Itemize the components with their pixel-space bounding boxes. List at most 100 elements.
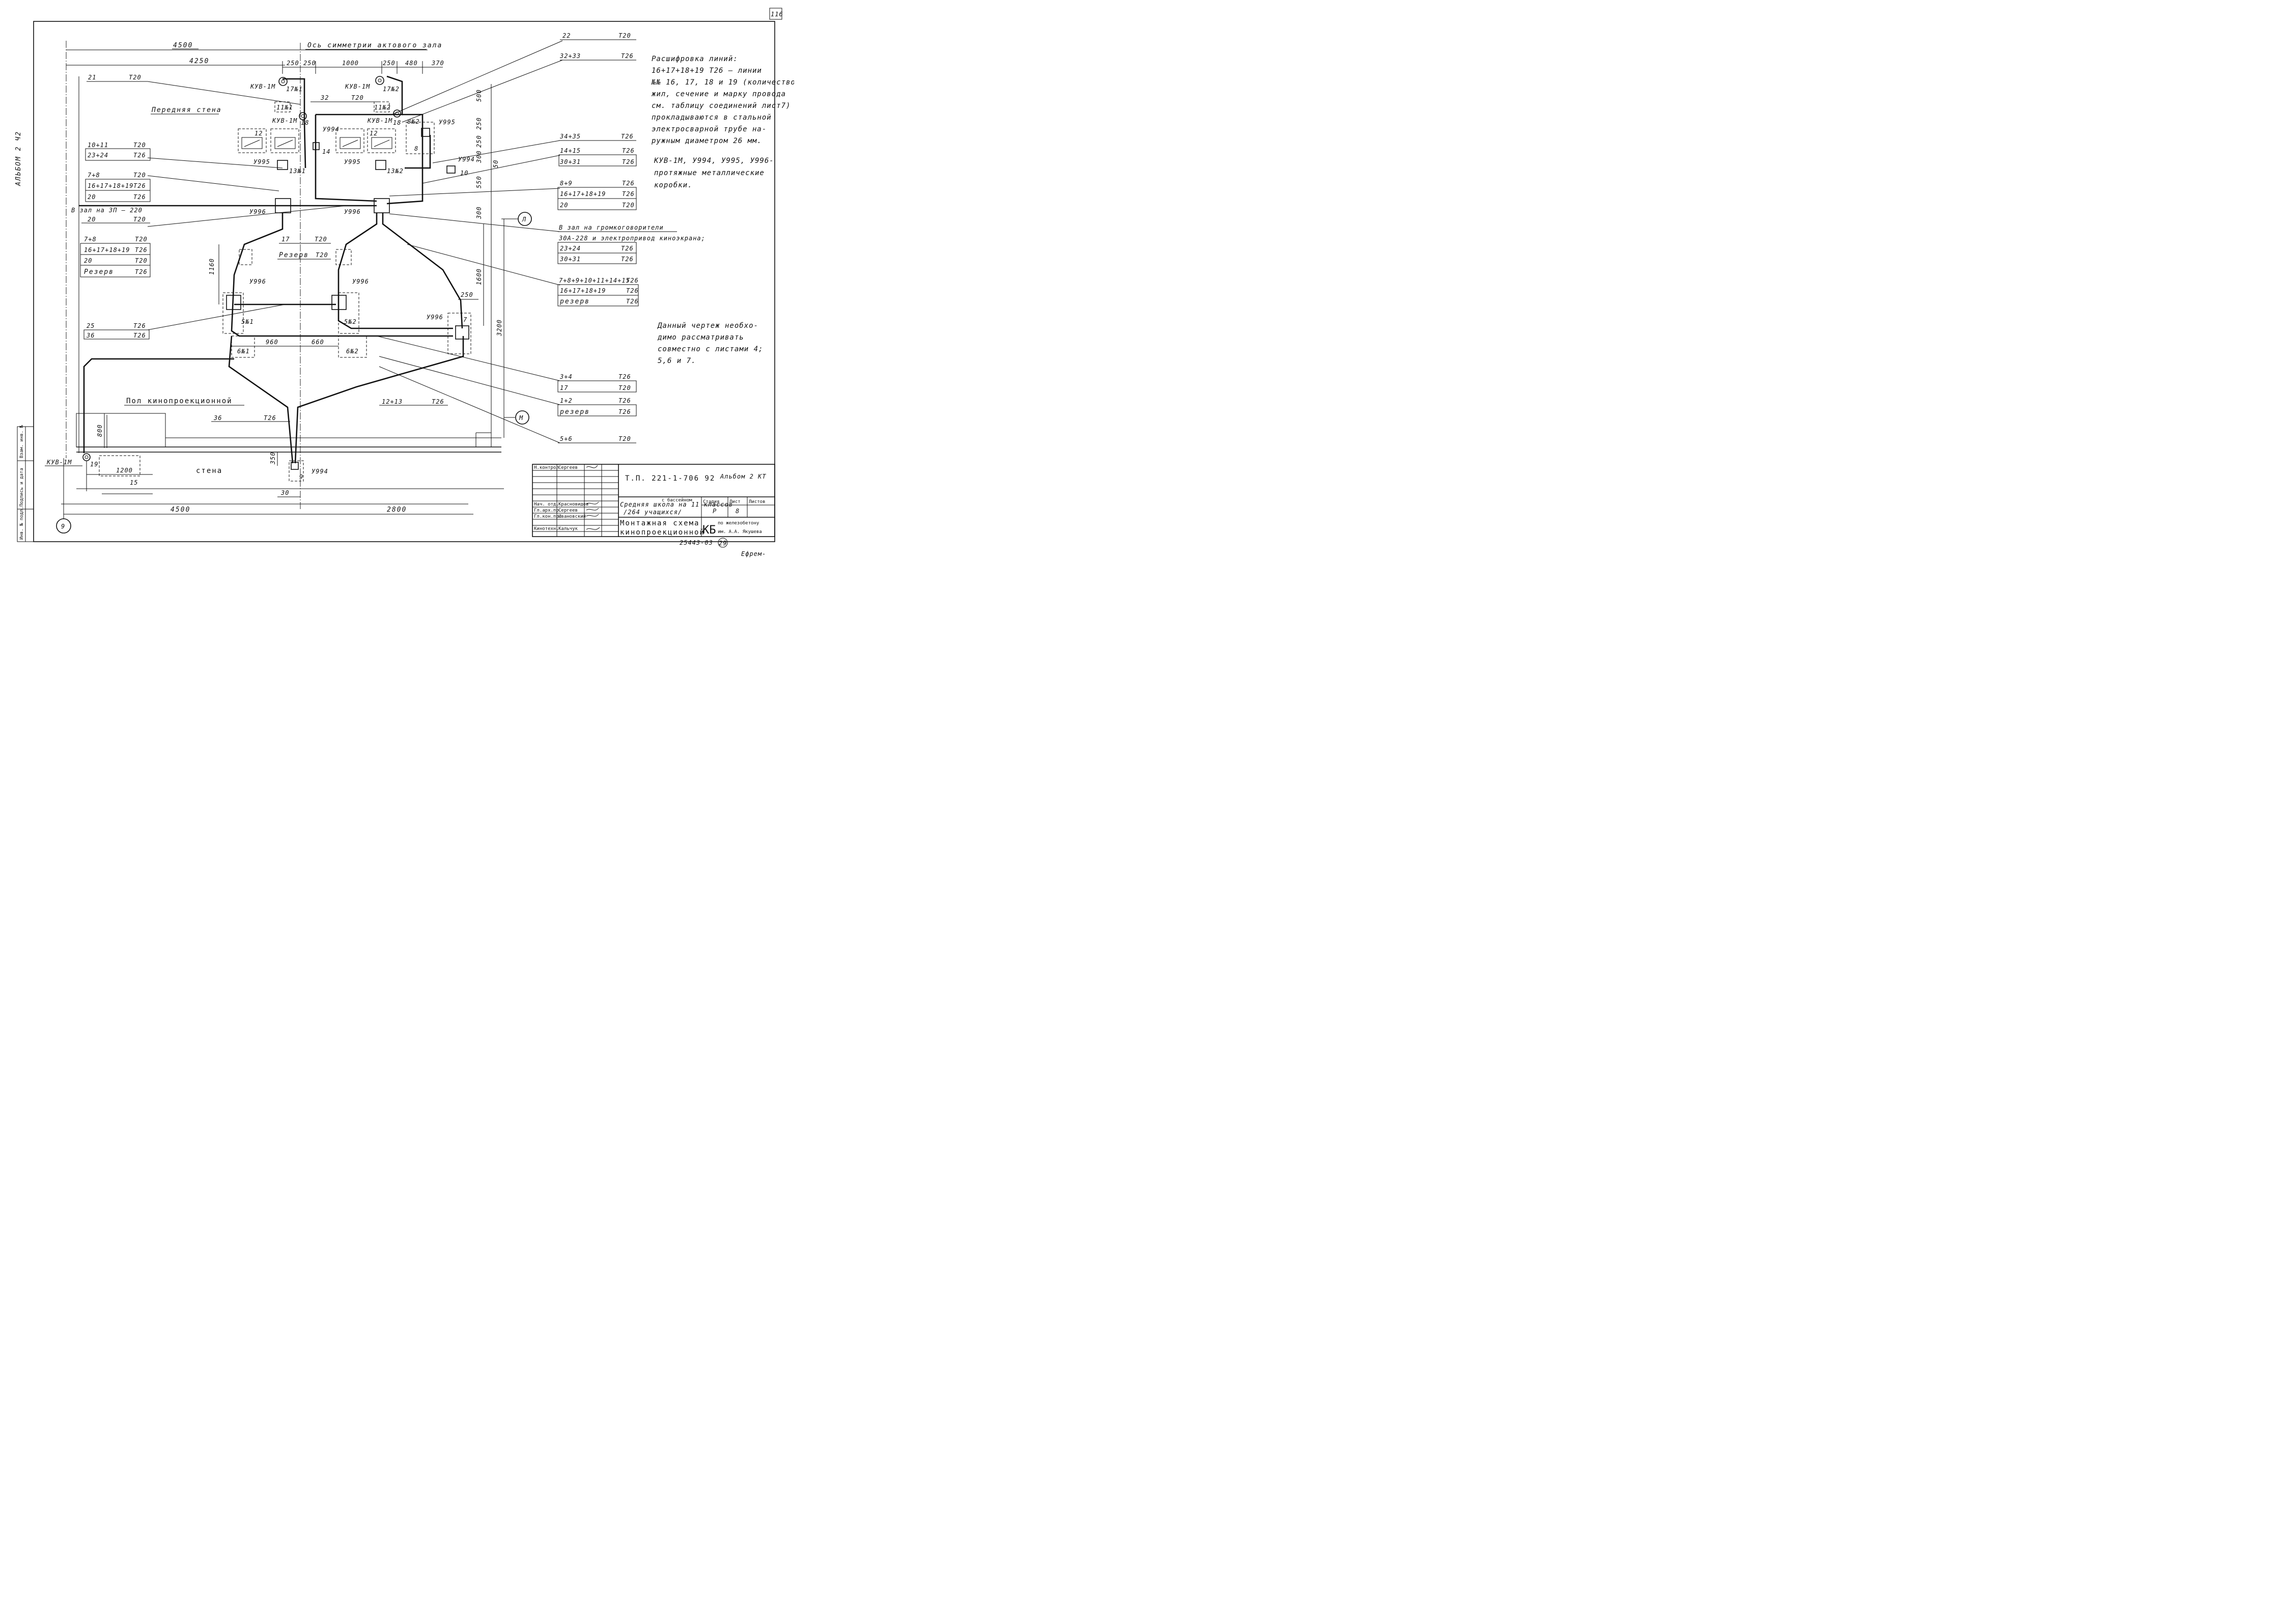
u995-label-c: У995 (439, 119, 456, 126)
tb-sheets-h: Листов (749, 499, 766, 505)
rl-7-type: Т20 (622, 202, 635, 209)
mark-5n1: 5№1 (241, 318, 254, 325)
title-block: Н.контрол Сергеев Нач. отд. Красновидов … (532, 464, 775, 537)
internal-dimensions: 1160 960 660 800 350 1200 15 30 4500 280… (64, 244, 473, 515)
stamp-vzam: Взам. инв. № (19, 425, 24, 458)
dim-v50: 50 (492, 160, 499, 168)
legend-notes: Расшифровка линий: 16+17+18+19 Т26 — лин… (651, 55, 794, 365)
ll-1-type: Т20 (351, 94, 364, 101)
dim-4250: 4250 (189, 58, 209, 65)
sheet-number: 116 (771, 11, 783, 18)
u996-label-e: У996 (427, 314, 443, 321)
rl-6-type: Т26 (622, 190, 635, 198)
ll-3-type: Т26 (133, 152, 146, 159)
tb-sheet: 8 (736, 508, 740, 515)
mark-6n2: 6№2 (346, 348, 359, 355)
rl-10-name: 7+8+9+10+11+14+15 (559, 277, 630, 284)
mark-10: 10 (460, 170, 468, 177)
rl-17-name: 5+6 (560, 435, 573, 442)
rl-11-name: 16+17+18+19 (560, 287, 606, 294)
tb-name-2: Сергеев (558, 508, 578, 513)
tb-role-2: Гл.арх.пр. (534, 508, 561, 513)
ll-1-name: 32 (320, 94, 329, 101)
note3-line-2: совместно с листами 4; (658, 345, 763, 353)
u994-label-c: У994 (312, 468, 328, 475)
mark-5n2: 5№2 (344, 318, 357, 325)
kuv-label-4: КУВ-1М (367, 117, 392, 124)
tb-org-2: им. А.А. Якушева (718, 529, 762, 535)
rl-9-name: 30+31 (559, 256, 581, 263)
dim-v1600: 1600 (475, 268, 483, 285)
mark-l: Л (522, 216, 526, 223)
page-circle-number: 29 (719, 540, 727, 547)
u995-label-b: У995 (344, 158, 361, 165)
legend-line-1: 16+17+18+19 Т26 — линии (652, 67, 762, 75)
ll-9-type: Т26 (135, 246, 148, 254)
bottom-signature: Ефрем- (741, 550, 766, 557)
mark-8: 8 (414, 145, 418, 152)
ll-5-type: Т26 (133, 182, 146, 189)
tb-stage-h: Стадия (703, 499, 720, 505)
dim-250c: 250 (383, 60, 396, 67)
u995-label-a: У995 (253, 158, 270, 165)
mark-17n2: 17№2 (383, 86, 400, 93)
kuv-label-3: КУВ-1М (272, 117, 297, 124)
rl-3-type: Т26 (622, 147, 635, 154)
mark-18b: 18 (393, 119, 401, 126)
note2-line-1: протяжные металлические (654, 169, 765, 177)
tb-sheet-h: Лист (729, 499, 741, 505)
to-hall-panel: В зал на ЗП — 220 (71, 207, 143, 214)
ll-4-type: Т20 (133, 172, 146, 179)
ll-3-name: 23+24 (88, 152, 108, 159)
ll-9-name: 16+17+18+19 (84, 246, 130, 254)
rl-10-type: Т26 (626, 277, 639, 284)
note2-line-2: коробки. (654, 181, 692, 189)
tb-stage: Р (713, 508, 717, 515)
mark-11n1: 11№1 (276, 104, 293, 111)
tb-role-1: Нач. отд. (534, 502, 559, 507)
frame (33, 21, 775, 542)
dim-v3200: 3200 (496, 319, 503, 337)
inventory-number: 25443-03 (680, 539, 713, 546)
ll-14-name: 36 (213, 414, 222, 422)
rl-3-name: 14+15 (560, 147, 581, 154)
kuv-label-5: КУВ-1М (46, 459, 72, 466)
tb-role-4: Кинотехн. (534, 526, 559, 531)
ll-13-name: 36 (86, 332, 95, 339)
u996-label-c: У996 (249, 278, 266, 285)
equipment-outlines (99, 101, 471, 482)
ll-8-name: 7+8 (84, 236, 97, 243)
rl-15-type: Т26 (618, 397, 631, 404)
rl-12-name: резерв (559, 298, 590, 305)
dim-v300b: 300 (475, 206, 483, 219)
legend-line-6: электросварной трубе на- (652, 125, 767, 133)
rl-9-type: Т26 (621, 256, 634, 263)
mark-r17: 17 (281, 236, 290, 243)
tb-sheet-title-2: кинопроекционной (620, 528, 705, 537)
ll-6-name: 20 (88, 193, 96, 201)
wall-label: стена (196, 467, 222, 475)
ll-6-type: Т26 (133, 193, 146, 201)
mark-11n2: 11№2 (374, 104, 391, 111)
rl-0-name: 22 (562, 32, 571, 39)
dim-v500: 500 (475, 89, 483, 102)
u996-label-a: У996 (249, 208, 266, 215)
note3-line-1: димо рассматривать (657, 333, 744, 342)
rl-16-name: резерв (559, 408, 590, 416)
left-label-table: 21 Т20 32 Т20 10+11 Т20 23+24 Т26 7+8 Т2… (71, 74, 448, 422)
right-dimensions: 500 250 250 300 50 550 300 1600 3200 250 (458, 84, 504, 438)
dim-v550: 550 (475, 176, 483, 188)
dim-v350: 350 (269, 452, 276, 465)
kuv-label-1: КУВ-1М (250, 83, 275, 90)
rl-5-name: 8+9 (560, 180, 573, 187)
ll-11-name: Резерв (84, 268, 114, 276)
dim-h660: 660 (312, 339, 324, 346)
tb-role-3: Гл.кон.пр. (534, 514, 561, 519)
front-wall-label: Передняя стена (151, 106, 222, 114)
page-circle-shape (718, 538, 728, 548)
rl-4-name: 30+31 (559, 158, 581, 165)
right-label-table: 22 Т20 32+33 Т26 34+35 Т26 14+15 Т26 30+… (557, 32, 705, 443)
ll-13-type: Т26 (133, 332, 146, 339)
dim-h30: 30 (280, 489, 289, 496)
axis-title: Ось симметрии актового зала (307, 42, 442, 49)
